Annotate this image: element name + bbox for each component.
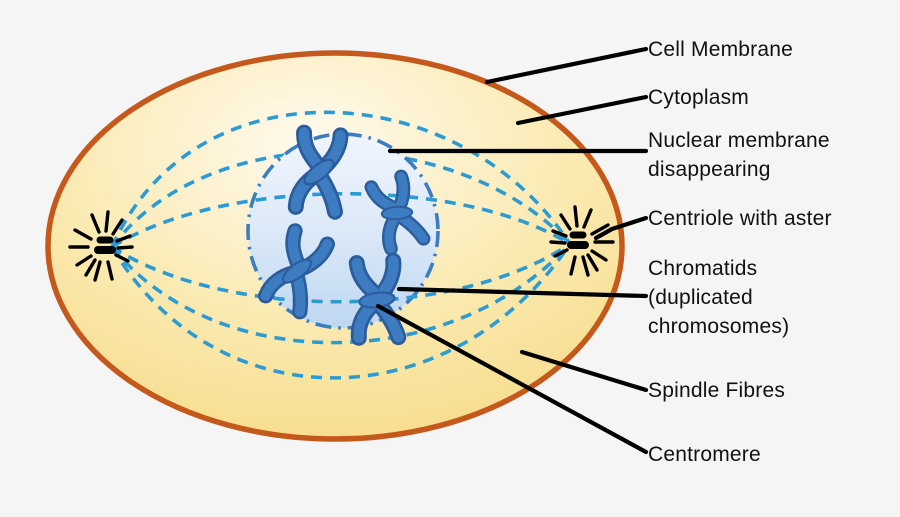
pointer-line-spindle-fibres xyxy=(519,349,649,393)
label-cytoplasm: Cytoplasm xyxy=(648,85,749,109)
spindle-fibres-front xyxy=(111,191,572,304)
pointer-line-chromatids xyxy=(396,286,649,299)
spindle-fibre xyxy=(111,242,572,304)
centriole-bar xyxy=(96,236,114,244)
spindle-fibre xyxy=(110,242,572,380)
pointer-line-cytoplasm xyxy=(515,94,649,126)
chromosome xyxy=(371,175,424,249)
label-centriole: Centriole with aster xyxy=(648,206,832,230)
chromosomes xyxy=(252,123,424,345)
spindle-fibre xyxy=(110,110,572,248)
centromere-band xyxy=(380,205,414,221)
centriole-bar xyxy=(567,241,589,249)
pointer-line-cell-membrane xyxy=(484,46,649,85)
pointer-line-centriole xyxy=(593,215,649,241)
label-cell-membrane: Cell Membrane xyxy=(648,37,793,61)
centromere-band xyxy=(281,258,313,284)
chromosome xyxy=(279,123,360,220)
centriole-bar xyxy=(569,231,587,239)
label-spindle-fibres: Spindle Fibres xyxy=(648,378,786,402)
centriole-right xyxy=(549,205,615,277)
spindle-fibre xyxy=(111,191,571,249)
label-chromatids: Chromatids (duplicated chromosomes) xyxy=(648,256,790,338)
chromosome xyxy=(252,223,343,318)
pointer-lines xyxy=(375,46,649,455)
centriole-bar xyxy=(94,246,116,254)
centriole-left xyxy=(68,210,134,282)
label-nuclear-membrane: Nuclear membrane disappearing xyxy=(648,128,830,181)
label-centromere: Centromere xyxy=(648,442,761,466)
centromere-band xyxy=(303,158,335,186)
pointer-line-centromere xyxy=(375,303,649,455)
